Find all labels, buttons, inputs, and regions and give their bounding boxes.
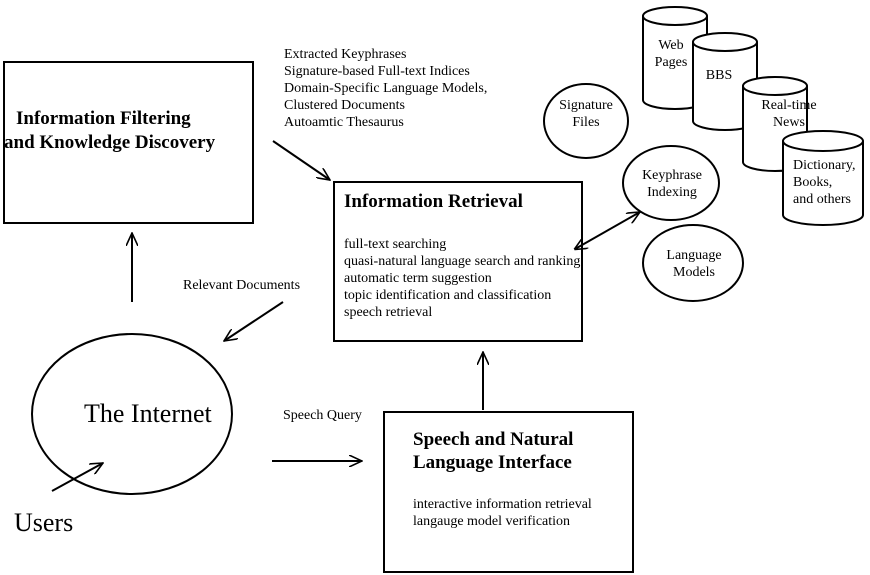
retrieval-feature: speech retrieval [344, 305, 433, 320]
realtime-news-label: Real-time News [761, 98, 817, 130]
keyphrase-indexing-ellipse [622, 145, 720, 221]
retrieval-feature: quasi-natural language search and rankin… [344, 254, 581, 269]
retrieval-feature: full-text searching [344, 237, 447, 252]
retrieval-feature: automatic term suggestion [344, 271, 492, 286]
output-item: Signature-based Full-text Indices [284, 64, 470, 79]
keyphrase-indexing-label: Keyphrase Indexing [642, 168, 702, 200]
retrieval-feature: topic identification and classification [344, 288, 552, 303]
web-pages-label: Web Pages [654, 38, 688, 70]
signature-files-label: Signature Files [559, 98, 613, 130]
web-pages-cylinder [642, 6, 708, 110]
arrow-users-to-internet [51, 463, 103, 492]
output-item: Extracted Keyphrases [284, 47, 407, 62]
retrieval-title: Information Retrieval [344, 191, 523, 212]
speech-query-label: Speech Query [283, 408, 362, 423]
internet-ellipse [31, 333, 233, 495]
speech-title-line2: Language Interface [413, 452, 572, 473]
speech-feature: langauge model verification [413, 514, 571, 529]
filtering-title-line2: and Knowledge Discovery [4, 132, 216, 153]
relevant-documents-label: Relevant Documents [183, 278, 301, 293]
language-models-ellipse [642, 224, 744, 302]
arrow-filtering-to-retrieval [272, 140, 330, 180]
speech-title-line1: Speech and Natural [413, 429, 574, 450]
filtering-title-line1: Information Filtering [16, 108, 191, 129]
dictionary-label: Dictionary, Books, and others [793, 158, 856, 207]
bbs-label: BBS [705, 68, 733, 83]
retrieval-features: full-text searching quasi-natural langua… [344, 236, 580, 321]
information-filtering-box [3, 61, 254, 224]
outputs-list: Extracted Keyphrases Signature-based Ful… [284, 46, 487, 131]
users-label: Users [14, 508, 74, 537]
information-retrieval-box [333, 181, 583, 342]
output-item: Autoamtic Thesaurus [284, 115, 404, 130]
arrow-relevant-documents [224, 301, 284, 341]
speech-interface-box [383, 411, 634, 573]
internet-label: The Internet [84, 399, 212, 428]
arrow-retrieval-keyphrase [575, 212, 640, 249]
output-item: Clustered Documents [284, 98, 405, 113]
language-models-label: Language Models [666, 248, 722, 280]
dictionary-cylinder [782, 130, 864, 226]
signature-files-ellipse [543, 83, 629, 159]
speech-feature: interactive information retrieval [413, 497, 592, 512]
speech-features: interactive information retrieval langau… [413, 496, 592, 530]
output-item: Domain-Specific Language Models, [284, 81, 488, 96]
